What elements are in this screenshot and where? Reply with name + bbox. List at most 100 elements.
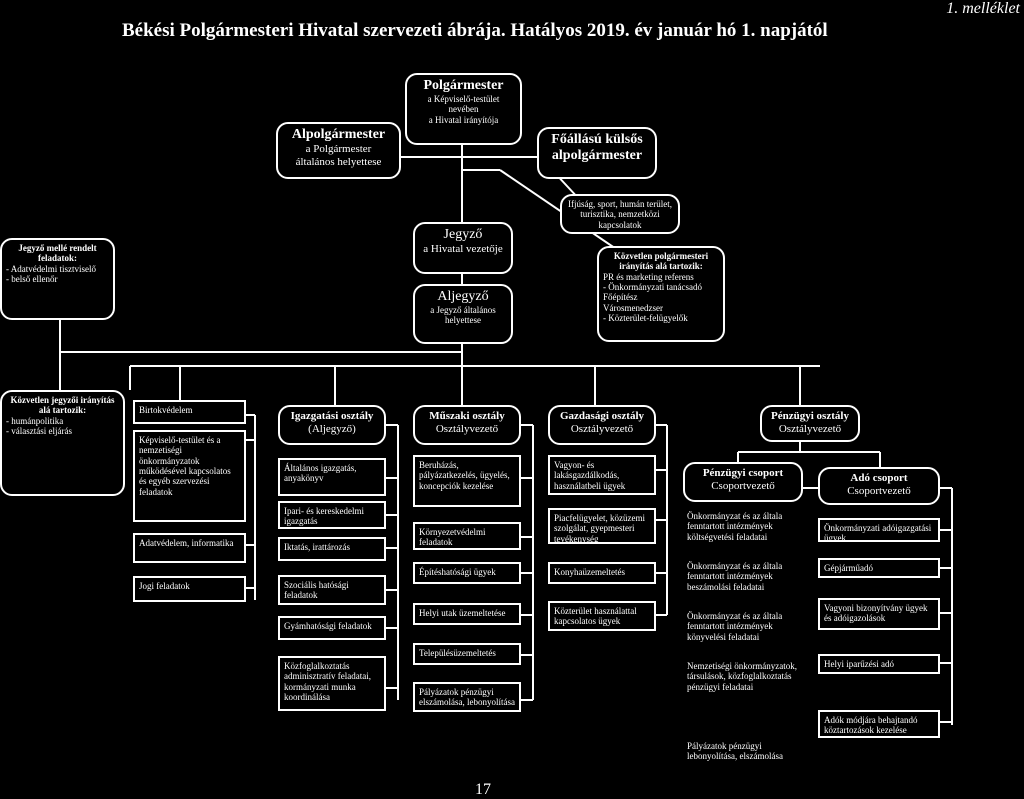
dept-admin-item: Közfoglalkoztatás adminisztratív feladat… — [278, 656, 386, 711]
fin-group-title: Pénzügyi csoport — [702, 467, 784, 479]
notary-direct-box: Közvetlen jegyzői irányítás alá tartozik… — [0, 390, 125, 496]
notary-tasks-title: Jegyző mellé rendelt feladatok: — [18, 243, 97, 264]
deputy-line2: általános helyettese — [295, 155, 382, 168]
annex-label: 1. melléklet — [946, 0, 1020, 17]
tax-group-item: Adók módjára behajtandó köztartozások ke… — [818, 710, 940, 738]
dept-tech-item: Helyi utak üzemeltetése — [413, 603, 521, 625]
col1-item: Jogi feladatok — [133, 576, 246, 602]
dept-tech-item: Beruházás, pályázatkezelés, ügyelés, kon… — [413, 455, 521, 507]
dept-tech-item: Településüzemeltetés — [413, 643, 521, 665]
fin-group-item-text: Nemzetiségi önkormányzatok, társulások, … — [687, 661, 797, 692]
dept-tech-item: Pályázatok pénzügyi elszámolása, lebonyo… — [413, 682, 521, 712]
mayor-line2: nevében — [448, 104, 479, 115]
mayor-tasks-title: Közvetlen polgármesteri irányítás alá ta… — [613, 251, 709, 272]
fin-group-item: Önkormányzat és az általa fenntartott in… — [683, 558, 803, 596]
page-title: Békési Polgármesteri Hivatal szervezeti … — [122, 20, 828, 41]
tax-group-item-text: Helyi iparűzési adó — [824, 659, 894, 669]
notary-title: Jegyző — [443, 227, 483, 242]
fin-group-item-text: Pályázatok pénzügyi lebonyolítása, elszá… — [687, 741, 783, 762]
dept-admin-item-text: Ipari- és kereskedelmi igazgatás — [284, 506, 364, 527]
fin-group-item-text: Önkormányzat és az általa fenntartott in… — [687, 561, 783, 592]
dept-tech-item-text: Helyi utak üzemeltetése — [419, 608, 506, 618]
fin-group-item: Pályázatok pénzügyi lebonyolítása, elszá… — [683, 738, 803, 766]
dept-econ-item-text: Piacfelügyelet, közüzemi szolgálat, gyep… — [554, 513, 645, 544]
deputy-mayor-box: Alpolgármester a Polgármester általános … — [276, 122, 401, 179]
mayor-tasks-item: Főépítész — [603, 292, 638, 303]
page-number: 17 — [475, 781, 491, 798]
notary-tasks-item: - belső ellenőr — [6, 274, 58, 285]
dept-tech-item-text: Környezetvédelmi feladatok — [419, 527, 486, 548]
external-deputy-line2: alpolgármester — [551, 148, 643, 164]
dept-econ-item: Piacfelügyelet, közüzemi szolgálat, gyep… — [548, 508, 656, 544]
notary-box: Jegyző a Hivatal vezetője — [413, 222, 513, 274]
col1-item-text: Képviselő-testület és a nemzetiségi önko… — [139, 435, 231, 497]
dept-admin-item: Gyámhatósági feladatok — [278, 616, 386, 640]
col1-item: Birtokvédelem — [133, 400, 246, 424]
dept-fin-header: Pénzügyi osztály Osztályvezető — [760, 405, 860, 442]
dept-econ-header: Gazdasági osztály Osztályvezető — [548, 405, 656, 445]
dept-tech-item: Környezetvédelmi feladatok — [413, 522, 521, 550]
mayor-title: Polgármester — [423, 78, 504, 93]
dept-admin-item: Szociális hatósági feladatok — [278, 575, 386, 605]
dept-admin-header: Igazgatási osztály (Aljegyző) — [278, 405, 386, 445]
mayor-tasks-item: - Közterület-felügyelők — [603, 313, 688, 324]
notary-direct-item: - választási eljárás — [6, 426, 72, 437]
dept-tech-item-text: Beruházás, pályázatkezelés, ügyelés, kon… — [419, 460, 510, 491]
mayor-tasks-box: Közvetlen polgármesteri irányítás alá ta… — [597, 246, 725, 342]
dept-fin-sub: Osztályvezető — [778, 422, 842, 435]
fin-group-item: Önkormányzat és az általa fenntartott in… — [683, 608, 803, 646]
fin-group-header: Pénzügyi csoport Csoportvezető — [683, 462, 803, 502]
fin-group-item-text: Önkormányzat és az általa fenntartott in… — [687, 511, 783, 542]
mayor-tasks-item: Városmenedzser — [603, 302, 663, 313]
fin-group-item: Önkormányzat és az általa fenntartott in… — [683, 508, 803, 544]
dept-admin-item-text: Gyámhatósági feladatok — [284, 621, 372, 631]
dept-tech-item-text: Építéshatósági ügyek — [419, 567, 496, 577]
notary-tasks-item: - Adatvédelmi tisztviselő — [6, 263, 96, 274]
dept-econ-item: Közterület használattal kapcsolatos ügye… — [548, 601, 656, 631]
dept-econ-item-text: Vagyon- és lakásgazdálkodás, használatbe… — [554, 460, 626, 491]
notary-direct-item: - humánpolitika — [6, 415, 64, 426]
dept-admin-item-text: Iktatás, irattározás — [284, 542, 350, 552]
tax-group-sub: Csoportvezető — [847, 484, 911, 497]
mayor-line3: a Hivatal irányítója — [428, 114, 499, 125]
tax-group-item: Vagyoni bizonyítvány ügyek és adóigazolá… — [818, 598, 940, 630]
dept-admin-item: Iktatás, irattározás — [278, 537, 386, 561]
fin-group-item-text: Önkormányzat és az általa fenntartott in… — [687, 611, 783, 642]
tax-group-item: Önkormányzati adóigazgatási ügyek — [818, 518, 940, 542]
dept-admin-item: Ipari- és kereskedelmi igazgatás — [278, 501, 386, 529]
col1-item-text: Jogi feladatok — [139, 581, 190, 591]
dept-tech-item-text: Településüzemeltetés — [419, 648, 496, 658]
dept-admin-item-text: Szociális hatósági feladatok — [284, 580, 349, 601]
dept-econ-item: Konyhaüzemeltetés — [548, 562, 656, 584]
external-deputy-line1: Főállású külsős — [551, 132, 643, 147]
tax-group-title: Adó csoport — [850, 472, 908, 484]
mayor-box: Polgármester a Képviselő-testület nevébe… — [405, 73, 522, 145]
tax-group-item: Gépjárműadó — [818, 558, 940, 578]
notary-tasks-box: Jegyző mellé rendelt feladatok: - Adatvé… — [0, 238, 115, 320]
dept-tech-item: Építéshatósági ügyek — [413, 562, 521, 584]
tax-group-item-text: Gépjárműadó — [824, 563, 873, 573]
vice-notary-line2: helyettese — [445, 315, 481, 326]
dept-tech-header: Műszaki osztály Osztályvezető — [413, 405, 521, 445]
col1-item: Képviselő-testület és a nemzetiségi önko… — [133, 430, 246, 522]
vice-notary-line1: a Jegyző általános — [430, 305, 496, 316]
dept-econ-item: Vagyon- és lakásgazdálkodás, használatbe… — [548, 455, 656, 495]
dept-econ-item-text: Közterület használattal kapcsolatos ügye… — [554, 606, 637, 627]
tax-group-item: Helyi iparűzési adó — [818, 654, 940, 674]
dept-econ-sub: Osztályvezető — [570, 422, 634, 435]
external-deputy-box: Főállású külsős alpolgármester — [537, 127, 657, 179]
deputy-line1: a Polgármester — [305, 143, 372, 156]
fin-group-sub: Csoportvezető — [711, 479, 775, 492]
notary-line1: a Hivatal vezetője — [423, 243, 503, 256]
tax-group-item-text: Adók módjára behajtandó köztartozások ke… — [824, 715, 918, 736]
dept-admin-item: Általános igazgatás, anyakönyv — [278, 458, 386, 496]
dept-tech-title: Műszaki osztály — [429, 410, 505, 422]
col1-item-text: Adatvédelem, informatika — [139, 538, 234, 548]
deputy-title: Alpolgármester — [291, 127, 386, 142]
tax-group-item-text: Önkormányzati adóigazgatási ügyek — [824, 523, 932, 542]
dept-admin-sub: (Aljegyző) — [308, 422, 356, 435]
dept-admin-item-text: Általános igazgatás, anyakönyv — [284, 463, 357, 484]
external-tasks-box: Ifjúság, sport, humán terület, turisztik… — [560, 194, 680, 234]
dept-admin-title: Igazgatási osztály — [290, 410, 374, 422]
